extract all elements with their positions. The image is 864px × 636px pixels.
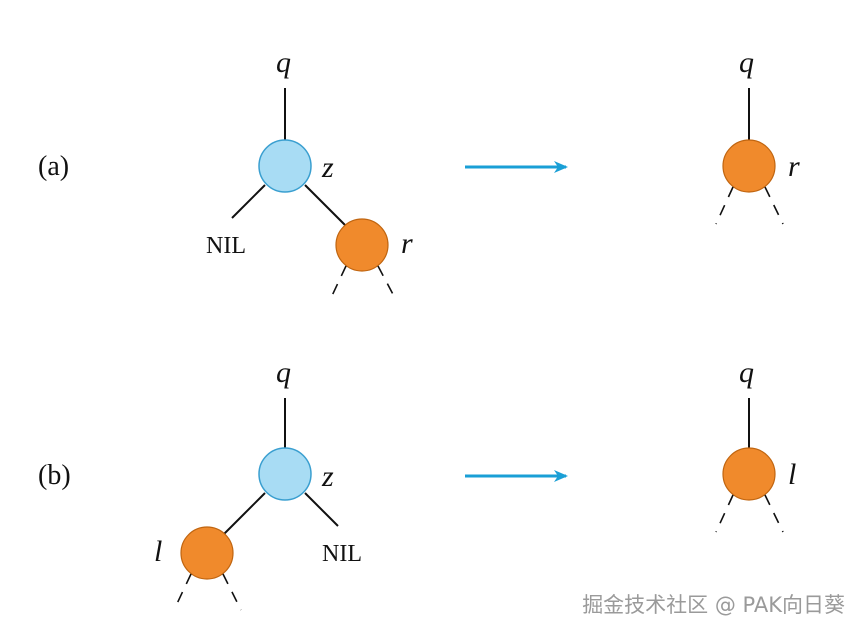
row-a-result-subtree-right <box>764 186 784 225</box>
row-a-r-subtree-right <box>377 265 397 301</box>
row-a-child-edge <box>304 184 346 226</box>
row-b-node-z-label: z <box>321 460 334 493</box>
row-b-l-subtree-left <box>173 573 192 611</box>
row-a-result-node-r-label: r <box>788 150 800 183</box>
row-b-result-node-l-label: l <box>788 458 796 491</box>
row-a-result-subtree-left <box>715 186 734 225</box>
row-a-result-parent-label: q <box>739 46 754 79</box>
row-a-tag: (a) <box>38 151 69 182</box>
row-b-node-z <box>258 447 312 501</box>
row-b-nil-edge <box>304 492 339 527</box>
row-a-nil-edge <box>231 184 266 219</box>
row-a: (a) q z NIL r q r <box>38 46 800 301</box>
row-b-node-l <box>180 526 234 580</box>
row-a-nil-label: NIL <box>206 233 246 259</box>
row-b-node-l-label: l <box>154 535 162 568</box>
row-b-parent-label: q <box>276 356 291 389</box>
row-a-before-tree: q z NIL r <box>206 46 413 301</box>
row-b-l-subtree-right <box>222 573 242 611</box>
row-b-before-tree: q z l NIL <box>154 356 362 611</box>
row-a-parent-label: q <box>276 46 291 79</box>
row-b-tag: (b) <box>38 460 71 491</box>
row-b-child-edge <box>223 492 266 535</box>
row-a-after-tree: q r <box>715 46 800 225</box>
row-b: (b) q z l NIL q l <box>38 356 796 611</box>
row-a-node-r <box>335 218 389 272</box>
row-a-node-z-label: z <box>321 151 334 184</box>
row-a-node-r-label: r <box>401 227 413 260</box>
row-b-result-subtree-right <box>764 494 784 533</box>
row-b-result-subtree-left <box>715 494 734 533</box>
row-b-result-parent-label: q <box>739 356 754 389</box>
row-b-nil-label: NIL <box>322 541 362 567</box>
watermark-text: 掘金技术社区 @ PAK向日葵 <box>582 593 845 617</box>
row-b-after-tree: q l <box>715 356 796 533</box>
row-b-result-node-l <box>722 447 776 501</box>
row-a-node-z <box>258 139 312 193</box>
row-a-result-node-r <box>722 139 776 193</box>
row-a-r-subtree-left <box>329 265 347 301</box>
